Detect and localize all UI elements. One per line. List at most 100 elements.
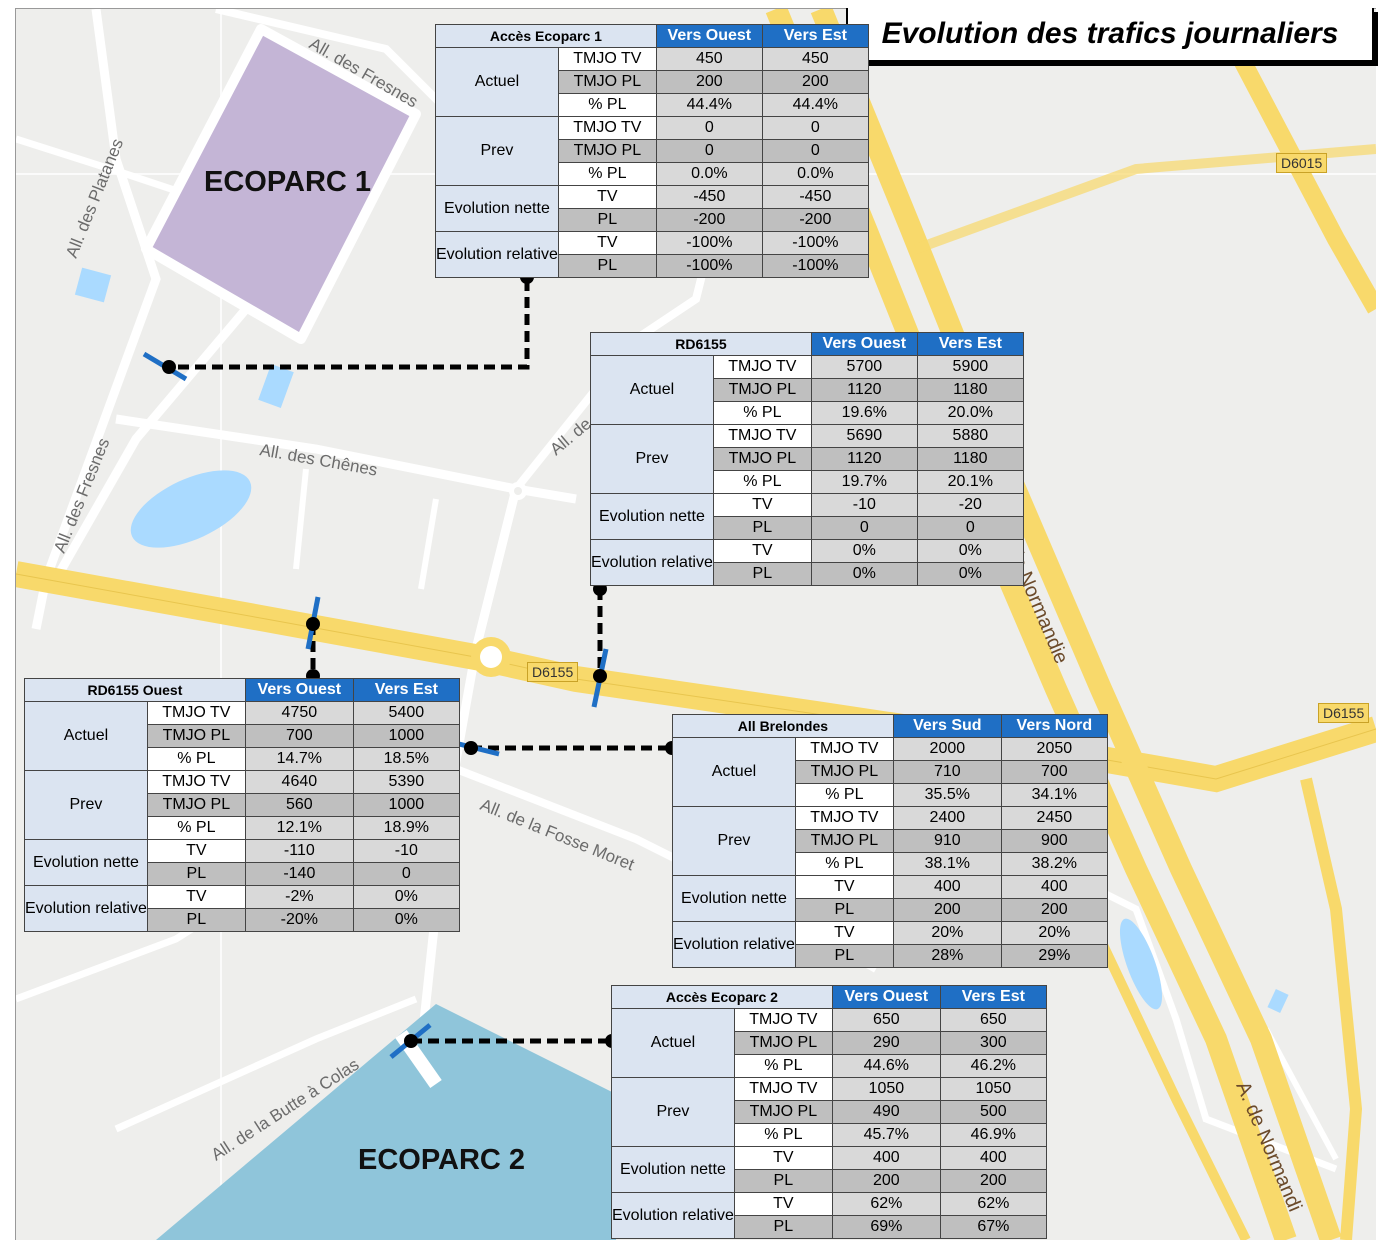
column-header: Vers Ouest: [655, 24, 763, 48]
cell-value: 28%: [892, 944, 1002, 968]
row-group-label: Prev: [590, 424, 714, 494]
row-metric-label: TV: [146, 885, 246, 909]
column-header: Vers Sud: [892, 714, 1002, 738]
cell-value: 34.1%: [1000, 783, 1108, 807]
cell-value: 200: [761, 70, 869, 94]
row-group-label: Evolution relative: [24, 885, 148, 932]
cell-value: 450: [655, 47, 763, 71]
cell-value: 0: [352, 862, 460, 886]
row-metric-label: TMJO TV: [794, 806, 894, 830]
row-metric-label: TMJO PL: [733, 1100, 833, 1124]
table-title: RD6155 Ouest: [24, 678, 246, 702]
cell-value: 38.1%: [892, 852, 1002, 876]
row-group-label: Prev: [672, 806, 796, 876]
row-metric-label: TV: [712, 493, 812, 517]
cell-value: -10: [810, 493, 918, 517]
cell-value: 0: [916, 516, 1024, 540]
row-metric-label: TMJO PL: [794, 760, 894, 784]
row-group-label: Actuel: [435, 47, 559, 117]
cell-value: 1000: [352, 793, 460, 817]
row-metric-label: % PL: [557, 93, 657, 117]
row-metric-label: TMJO TV: [733, 1077, 833, 1101]
road-shield-d6155: D6155: [527, 662, 579, 682]
cell-value: 200: [655, 70, 763, 94]
cell-value: 1050: [831, 1077, 941, 1101]
row-metric-label: TV: [712, 539, 812, 563]
column-header: Vers Ouest: [831, 985, 941, 1009]
row-group-label: Prev: [611, 1077, 735, 1147]
cell-value: 0%: [916, 539, 1024, 563]
cell-value: -140: [244, 862, 354, 886]
row-metric-label: TMJO TV: [146, 770, 246, 794]
row-group-label: Evolution relative: [672, 921, 796, 968]
cell-value: 1000: [352, 724, 460, 748]
cell-value: -100%: [761, 231, 869, 255]
cell-value: 5690: [810, 424, 918, 448]
cell-value: 2400: [892, 806, 1002, 830]
cell-value: 200: [939, 1169, 1047, 1193]
cell-value: 650: [939, 1008, 1047, 1032]
cell-value: 200: [831, 1169, 941, 1193]
row-metric-label: % PL: [146, 747, 246, 771]
cell-value: 0%: [810, 562, 918, 586]
table-title: All Brelondes: [672, 714, 894, 738]
table-row: PL-200-200: [436, 208, 869, 232]
cell-value: 35.5%: [892, 783, 1002, 807]
column-header: Vers Est: [939, 985, 1047, 1009]
cell-value: 20%: [892, 921, 1002, 945]
cell-value: 19.6%: [810, 401, 918, 425]
cell-value: 20.1%: [916, 470, 1024, 494]
table-row: PL-20%0%: [25, 908, 460, 932]
road-allees-fresnes: [52, 306, 250, 582]
cell-value: 44.4%: [655, 93, 763, 117]
cell-value: 400: [831, 1146, 941, 1170]
cell-value: -100%: [655, 231, 763, 255]
cell-value: -110: [244, 839, 354, 863]
cell-value: 0: [761, 116, 869, 140]
cell-value: 400: [892, 875, 1002, 899]
row-metric-label: TV: [557, 185, 657, 209]
cell-value: 38.2%: [1000, 852, 1108, 876]
cell-value: 500: [939, 1100, 1047, 1124]
row-metric-label: PL: [794, 944, 894, 968]
row-metric-label: % PL: [557, 162, 657, 186]
cell-value: 0.0%: [655, 162, 763, 186]
row-group-label: Evolution nette: [24, 839, 148, 886]
row-metric-label: % PL: [794, 852, 894, 876]
row-metric-label: TMJO PL: [557, 139, 657, 163]
row-metric-label: TV: [794, 875, 894, 899]
row-metric-label: TMJO TV: [146, 701, 246, 725]
cell-value: -20%: [244, 908, 354, 932]
cell-value: 560: [244, 793, 354, 817]
row-metric-label: PL: [712, 516, 812, 540]
ecoparc2-area: [156, 1004, 626, 1240]
row-metric-label: TV: [733, 1192, 833, 1216]
row-metric-label: PL: [557, 208, 657, 232]
cell-value: 44.4%: [761, 93, 869, 117]
